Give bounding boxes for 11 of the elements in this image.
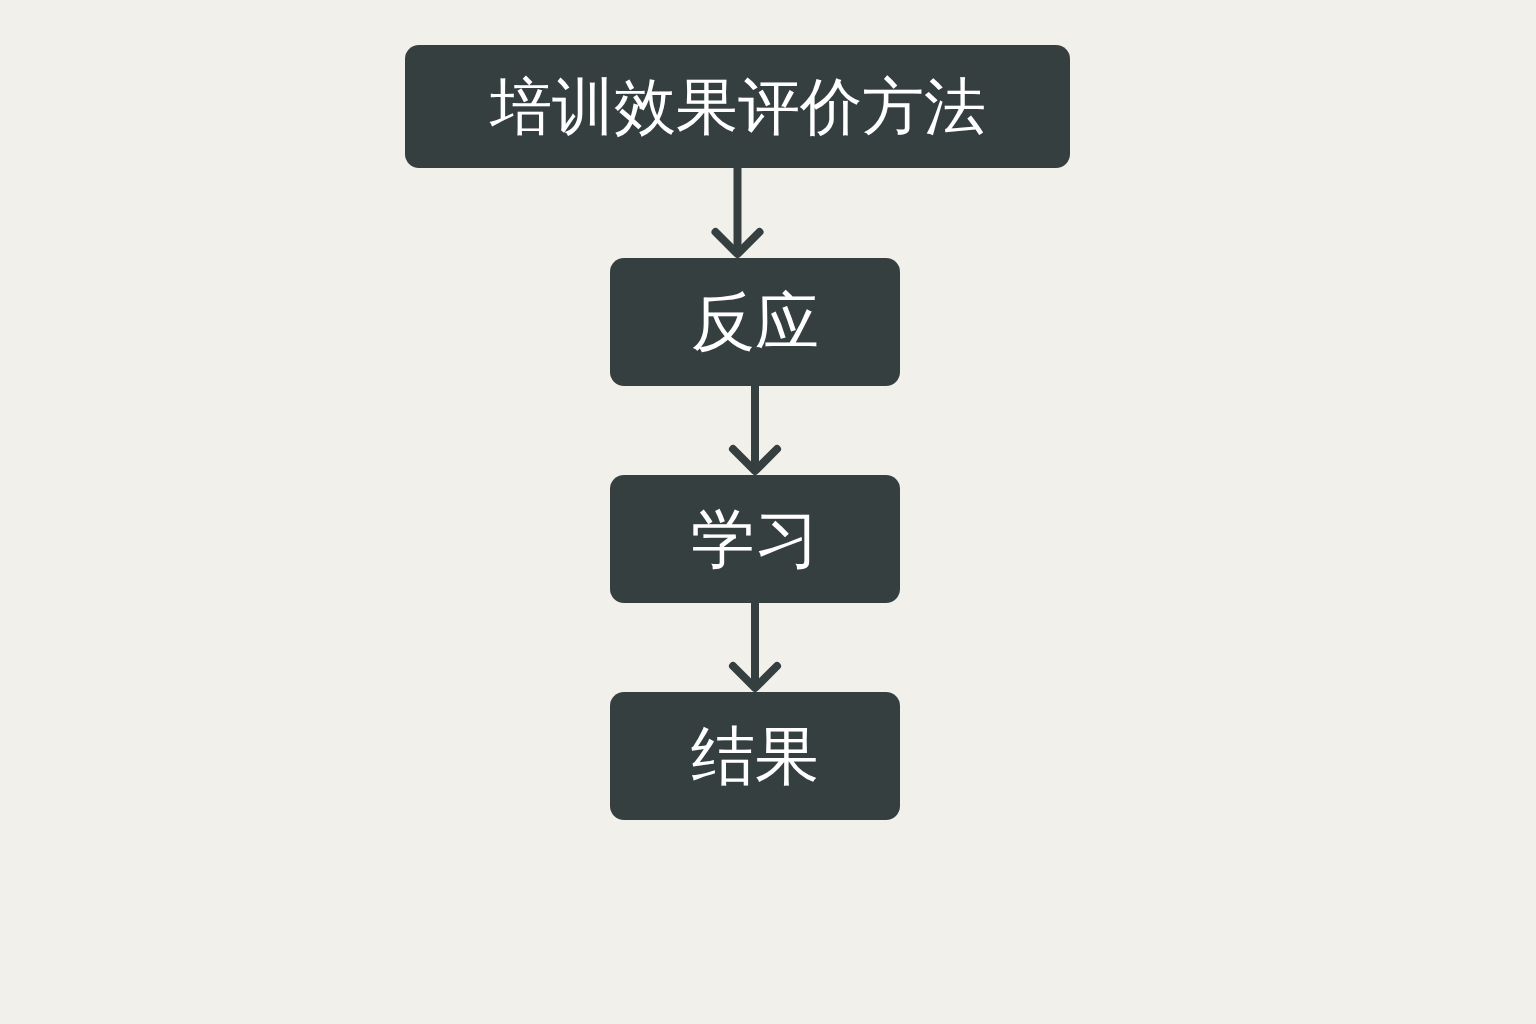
box-label: 培训效果评价方法	[489, 68, 986, 145]
box-label: 反应	[691, 283, 819, 361]
arrow	[711, 168, 764, 258]
process-box	[610, 475, 900, 603]
process-box	[610, 258, 900, 386]
process-box	[610, 692, 900, 820]
arrow	[729, 603, 781, 692]
box-label: 学习	[691, 500, 819, 578]
process-box	[405, 45, 1070, 168]
box-label: 结果	[691, 717, 819, 795]
arrow	[729, 386, 781, 475]
